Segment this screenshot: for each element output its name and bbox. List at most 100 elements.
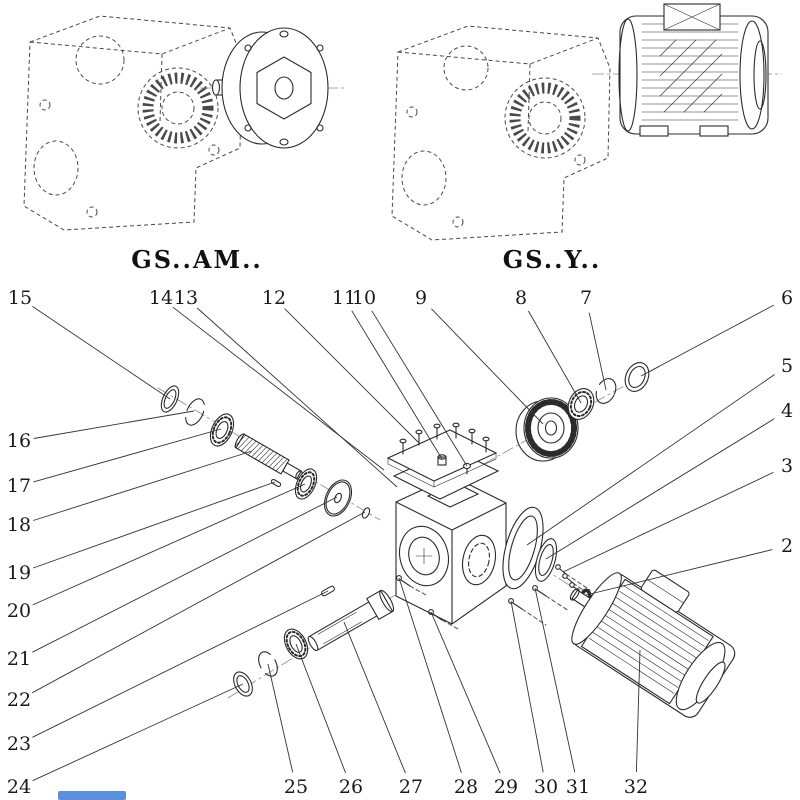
callout-number-22: 22 <box>7 689 31 711</box>
callout-number-28: 28 <box>454 776 478 798</box>
part-bearing-17 <box>209 413 235 447</box>
motor-fins <box>588 585 709 694</box>
part-cover-plate-14 <box>386 429 498 488</box>
leader-line-24 <box>32 683 244 782</box>
part-snap-ring-7 <box>595 378 617 404</box>
callout-number-29: 29 <box>494 776 518 798</box>
part-screw-29 <box>428 609 459 630</box>
leader-line-6 <box>640 304 775 377</box>
motor-hatch <box>659 39 723 113</box>
motor-foot <box>639 125 669 137</box>
part-cover-screws-12 <box>399 422 490 455</box>
part-screw-28 <box>396 575 427 596</box>
leader-line-21 <box>32 496 338 653</box>
callout-number-17: 17 <box>7 475 31 497</box>
leader-line-5 <box>526 374 775 546</box>
leader-line-9 <box>431 308 544 425</box>
callout-number-18: 18 <box>7 514 31 536</box>
flange-adapter-am <box>211 27 329 149</box>
callout-number-15: 15 <box>8 287 32 309</box>
part-ring-6 <box>624 362 650 392</box>
leader-line-22 <box>31 511 366 694</box>
housing-body <box>395 475 507 625</box>
leader-line-27 <box>343 621 406 774</box>
callout-number-4: 4 <box>781 400 793 422</box>
callout-number-24: 24 <box>7 776 31 798</box>
callout-number-25: 25 <box>284 776 308 798</box>
leader-line-28 <box>398 577 462 773</box>
part-breather-plug-11 <box>437 454 447 466</box>
callout-number-14: 14 <box>149 287 173 309</box>
leader-line-32 <box>635 649 641 773</box>
leader-line-29 <box>430 611 501 774</box>
leader-line-4 <box>545 418 775 560</box>
callout-number-30: 30 <box>534 776 558 798</box>
callout-number-8: 8 <box>515 287 527 309</box>
motor-foot <box>699 125 729 137</box>
callout-number-13: 13 <box>174 287 198 309</box>
leader-line-18 <box>33 450 253 521</box>
part-bearing-20 <box>294 468 318 500</box>
gearbox-outline-y <box>391 25 611 241</box>
leader-line-2 <box>585 549 773 596</box>
leader-line-14 <box>172 306 385 471</box>
leader-line-17 <box>33 428 222 483</box>
callout-number-19: 19 <box>7 562 31 584</box>
leader-line-3 <box>562 471 774 573</box>
motor-rear-bell <box>739 20 765 130</box>
part-motor-32 <box>569 569 736 718</box>
model-label-gsam: GS..AM.. <box>131 245 263 274</box>
part-output-shaft-27 <box>307 589 395 652</box>
leader-line-30 <box>510 600 544 773</box>
part-plug-22 <box>361 507 371 519</box>
callout-number-3: 3 <box>781 455 793 477</box>
leader-line-12 <box>284 308 420 444</box>
leader-line-19 <box>32 481 276 569</box>
part-retaining-ring-15 <box>160 385 180 413</box>
leader-line-15 <box>32 306 171 400</box>
leader-line-25 <box>267 663 294 773</box>
leader-line-20 <box>32 483 306 606</box>
input-boss-y <box>504 77 586 159</box>
callout-number-20: 20 <box>7 600 31 622</box>
motor-drawing-y <box>618 3 769 137</box>
flange-hex-plate <box>256 56 312 120</box>
callout-number-7: 7 <box>580 287 592 309</box>
housing-front-bore <box>399 525 449 587</box>
callout-number-10: 10 <box>352 287 376 309</box>
motor-front-flange <box>571 572 622 645</box>
model-label-gsy: GS..Y.. <box>503 245 601 274</box>
part-snap-ring-25 <box>258 651 278 677</box>
part-washer-disc-21 <box>323 479 353 517</box>
part-screw-31 <box>532 585 570 612</box>
leader-line-26 <box>295 643 347 774</box>
leader-line-16 <box>33 410 195 439</box>
callout-number-11: 11 <box>332 287 356 309</box>
leader-line-13 <box>196 307 398 488</box>
callout-number-31: 31 <box>566 776 590 798</box>
input-boss-am <box>137 67 219 149</box>
watermark-badge <box>58 791 126 800</box>
leader-line-11 <box>351 310 443 460</box>
part-key-19 <box>270 478 282 488</box>
callout-number-5: 5 <box>781 355 793 377</box>
callout-number-12: 12 <box>262 287 286 309</box>
part-ring-4 <box>534 538 558 582</box>
callout-number-27: 27 <box>399 776 423 798</box>
leader-line-8 <box>528 310 582 404</box>
callout-number-21: 21 <box>7 648 31 670</box>
part-gear-9 <box>515 397 579 462</box>
leader-line-23 <box>32 590 329 738</box>
part-snap-ring-16 <box>185 398 205 426</box>
callout-number-32: 32 <box>624 776 648 798</box>
callout-number-16: 16 <box>7 430 31 452</box>
callout-number-26: 26 <box>339 776 363 798</box>
part-worm-shaft-18 <box>233 433 303 480</box>
callout-number-2: 2 <box>781 535 793 557</box>
leader-line-7 <box>588 312 607 391</box>
callout-number-9: 9 <box>415 287 427 309</box>
part-bearing-8 <box>567 388 595 420</box>
